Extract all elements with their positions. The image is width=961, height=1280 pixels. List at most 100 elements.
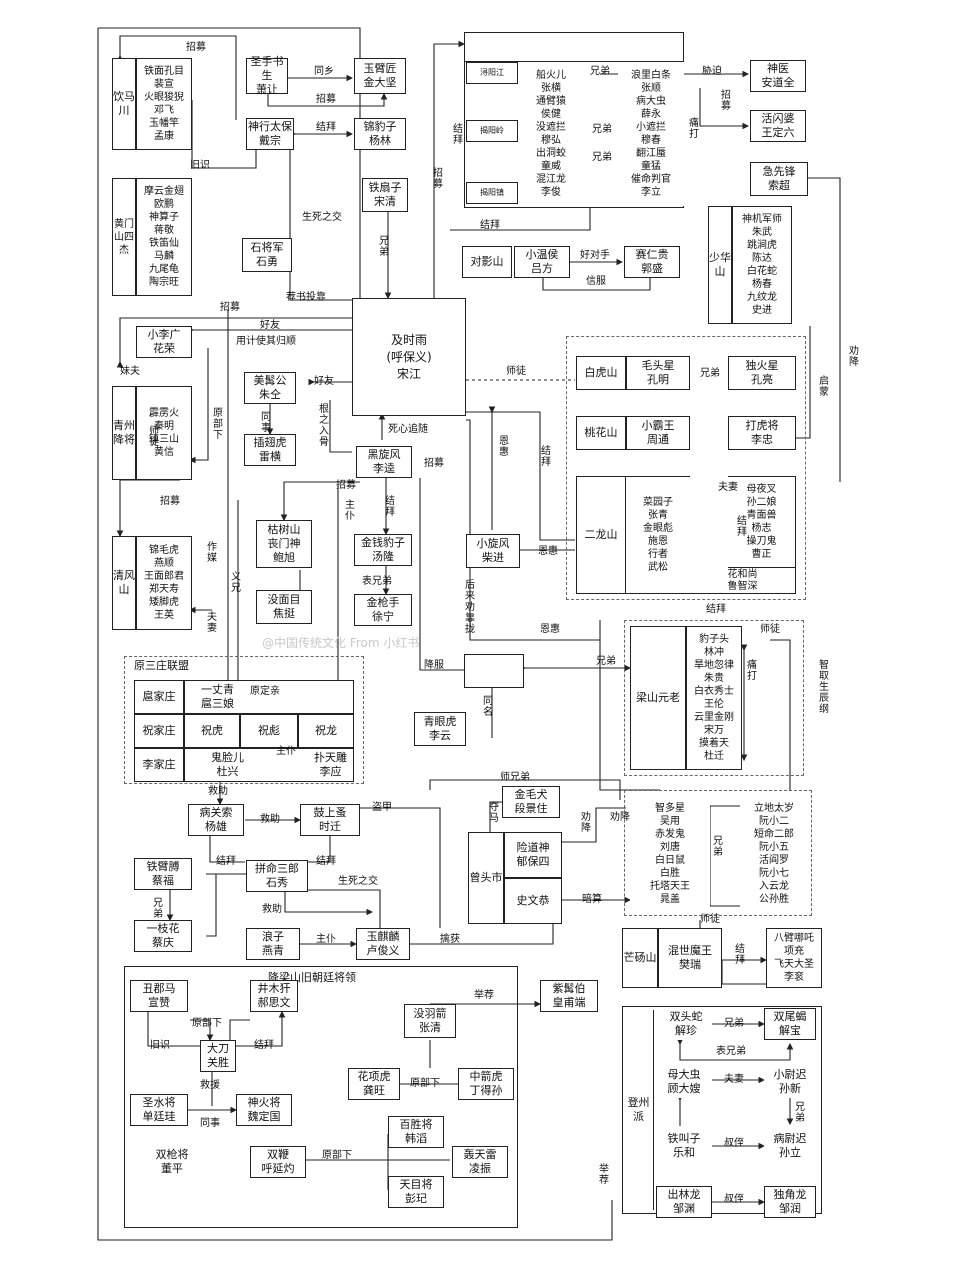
erlongshan: 二龙山 [576, 476, 626, 594]
kong-liang: 独火星 孔亮 [728, 356, 796, 390]
li-zhong: 打虎将 李忠 [728, 416, 796, 450]
label-zhupu-2: 主仆 [316, 934, 336, 945]
shi-wengong: 史文恭 [504, 878, 562, 924]
label-jiebai-5: 结拜 [385, 496, 395, 518]
label-zhaomu-7: 招募 [336, 480, 356, 491]
yinmachuan-members: 铁面孔目 裴宣 火眼狻猊 邓飞 玉幡竿 孟康 [136, 58, 192, 150]
label-zhupu-1: 主仆 [276, 746, 296, 757]
ling-zhen: 轰天雷 凌振 [452, 1146, 508, 1178]
label-shitu-2: 师徒 [760, 624, 780, 635]
han-tao: 百胜将 韩滔 [388, 1116, 444, 1148]
label-sixin: 死心追随 [388, 424, 428, 435]
label-jiangfu: 降服 [424, 660, 444, 671]
jieyang-sub-3: 揭阳镇 [466, 182, 518, 204]
jin-dajian: 玉臂匠 金大坚 [354, 58, 406, 94]
peng-qi: 天目将 彭玘 [388, 1176, 444, 1208]
label-zhaomu-4: 招募 [433, 168, 443, 190]
chai-jin: 小旋风 柴进 [466, 534, 520, 568]
label-biaoxiongdi-2: 表兄弟 [716, 1046, 746, 1057]
cai-fu: 铁臂膊 蔡福 [134, 858, 192, 890]
label-jubian-2: 举荐 [599, 1164, 609, 1186]
yu-baosi: 险道神 郁保四 [504, 832, 562, 878]
huangmen-label: 黄门山四杰 [112, 178, 136, 296]
label-xiongdi-1: 兄弟 [379, 236, 389, 258]
liangshan-label: 梁山元老 [630, 626, 686, 770]
shi-xiu: 拼命三郎 石秀 [246, 860, 308, 892]
zhu-fu [464, 654, 524, 688]
label-yuanbuxia-2: 原部下 [192, 1018, 222, 1029]
duiyingshan: 对影山 [462, 246, 512, 278]
label-xiongdi-7: 兄弟 [713, 836, 723, 858]
label-zhaomu-8: 招募 [160, 496, 180, 507]
cai-qing: 一枝花 蔡庆 [134, 920, 192, 952]
label-biaoxiongdi: 表兄弟 [362, 576, 392, 587]
label-shuqin: 叔侄 [724, 1194, 744, 1205]
xie-zhen: 双头蛇 解珍 [660, 1008, 712, 1040]
label-zhaomu-6: 招募 [424, 458, 444, 469]
label-anjian: 暗算 [582, 894, 602, 905]
label-jiebai-3: 结拜 [480, 220, 500, 231]
liangshan-members: 豹子头 林冲 旱地忽律 朱贵 白衣秀士 王伦 云里金刚 宋万 摸着天 杜迁 [686, 626, 742, 770]
label-shitu-4: 师徒 [700, 914, 720, 925]
lu-junyi: 玉麒麟 卢俊义 [356, 928, 410, 960]
label-jiebai-6: 结拜 [737, 516, 747, 538]
qingfeng-members: 锦毛虎 燕顺 王面郎君 郑天寿 矮脚虎 王英 [136, 536, 192, 630]
wang-dingliu: 活闪婆 王定六 [750, 110, 806, 142]
label-quanjiang-3: 劝降 [610, 812, 630, 823]
hua-rong: 小李广 花荣 [136, 326, 192, 358]
gu-dasao: 母大虫 顾大嫂 [656, 1066, 712, 1098]
jieyang-sub-2: 揭阳岭 [466, 120, 518, 142]
sanzhuang-group [124, 656, 364, 784]
label-genzhi: 根之入骨 [319, 404, 329, 448]
generals-frame [124, 966, 518, 1228]
liangshan-group [624, 620, 804, 776]
watermark: @中国传统文化 From 小红书 [262, 636, 420, 650]
wu-yong-group: 智多星 吴用 赤发鬼 刘唐 白日鼠 白胜 托塔天王 晁盖 [630, 796, 710, 912]
label-tongshi-2: 同事 [200, 1118, 220, 1129]
li-kui: 黑旋风 李逵 [356, 446, 412, 478]
label-meifu: 妹夫 [120, 366, 140, 377]
label-fuqi-1: 夫妻 [718, 482, 738, 493]
label-duoma: 夺马 [489, 802, 499, 824]
xiang-li: 八臂哪吒 项充 飞天大圣 李衮 [766, 928, 822, 988]
label-enhui-2: 恩惠 [538, 546, 558, 557]
label-yuanding: 原定亲 [250, 686, 280, 697]
song-qing: 铁扇子 宋清 [362, 178, 408, 212]
li-yun: 青眼虎 李云 [414, 712, 466, 746]
label-quanjiang: 劝降 [849, 346, 859, 368]
label-shengsi: 生死之交 [302, 212, 342, 223]
shan-tinggui: 圣水将 单廷珪 [130, 1094, 188, 1126]
ruan-group: 立地太岁 阮小二 短命二郎 阮小五 活阎罗 阮小七 入云龙 公孙胜 [742, 796, 806, 912]
gong-wang: 花项虎 龚旺 [348, 1068, 400, 1100]
label-jiebai-4: 结拜 [541, 446, 551, 468]
label-xiongdi-8: 兄弟 [153, 898, 163, 920]
label-yixiong: 义兄 [231, 572, 241, 594]
label-quanjiang-2: 劝降 [581, 812, 591, 834]
label-jiuzhu-1: 救助 [208, 786, 228, 797]
dengzhou-frame [622, 1006, 822, 1214]
kong-ming: 毛头星 孔明 [626, 356, 690, 390]
label-xiongdi-4: 兄弟 [592, 152, 612, 163]
lu-zhishen: 花和尚 鲁智深 [690, 568, 796, 594]
hu-sanniang: 一丈青 扈三娘 [184, 680, 354, 714]
jieyang-left: 船火儿 张横 通臂猿 侯健 没遮拦 穆弘 出洞蛟 童威 混江龙 李俊 [522, 62, 580, 206]
duan-jingzhu: 金毛犬 段景住 [502, 786, 560, 818]
zhu-long: 祝龙 [298, 714, 354, 748]
zhu-biao: 祝彪 [240, 714, 298, 748]
label-xiongdi-10: 兄弟 [795, 1102, 805, 1124]
hao-siwen: 井木犴 郝思文 [250, 980, 298, 1012]
label-haoyou-1: 好友 [260, 320, 280, 331]
label-houlai: 后来劝靠拢 [465, 580, 475, 635]
label-zhaomu-5: 招募 [721, 90, 731, 112]
lijiazhuang: 李家庄 [134, 748, 184, 782]
label-enhui-3: 恩惠 [540, 624, 560, 635]
label-xiongdi-2: 兄弟 [590, 66, 610, 77]
suo-chao: 急先锋 索超 [750, 162, 808, 196]
label-xinfu: 信服 [586, 276, 606, 287]
yang-xiong: 病关索 杨雄 [188, 804, 244, 836]
label-qimeng: 启蒙 [819, 376, 829, 398]
hujiazhuang: 扈家庄 [134, 680, 184, 714]
label-xiongdi-3: 兄弟 [592, 124, 612, 135]
dong-ping: 双枪将 董平 [144, 1146, 200, 1178]
erlong-right: 母夜叉 孙二娘 青面兽 杨志 操刀鬼 曹正 [728, 476, 796, 568]
